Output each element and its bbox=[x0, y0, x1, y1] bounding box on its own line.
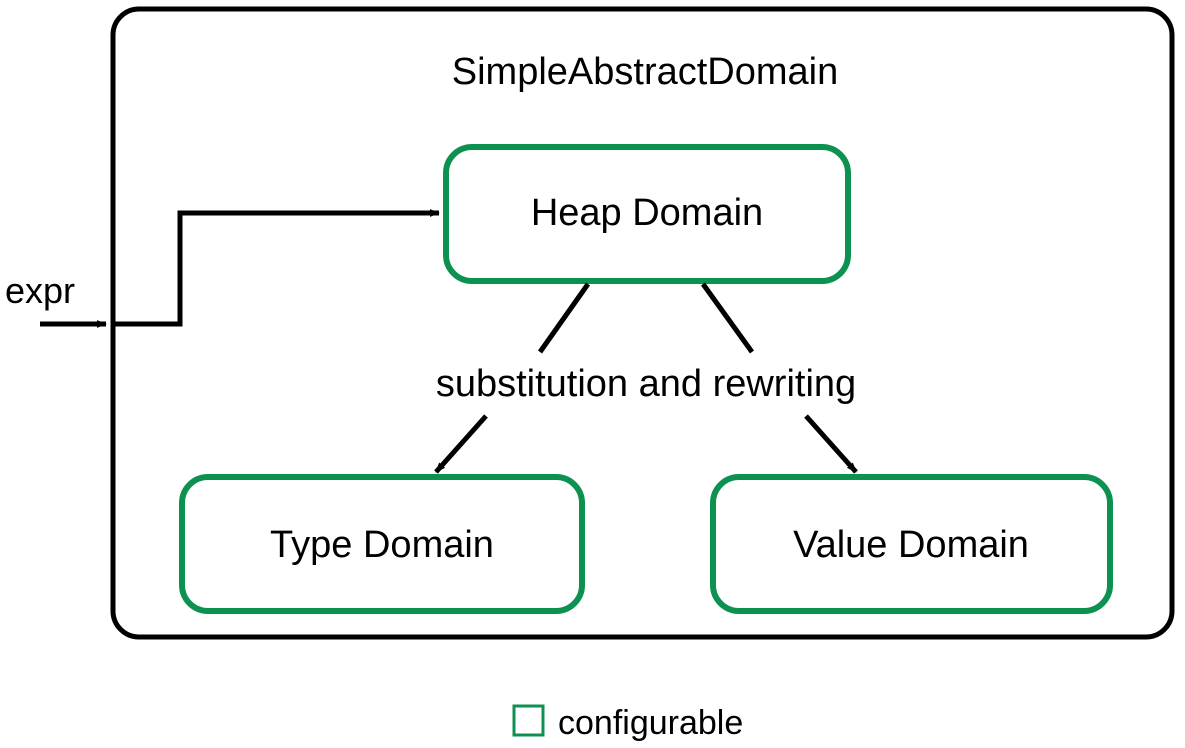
type-domain-label: Type Domain bbox=[270, 524, 494, 566]
heap-to-type-lower-segment bbox=[434, 414, 488, 474]
legend: configurable bbox=[512, 704, 743, 742]
expr-label: expr bbox=[5, 270, 75, 311]
edge-expr-to-heap bbox=[40, 209, 440, 328]
edge-label-substitution-and-rewriting: substitution and rewriting bbox=[436, 363, 856, 405]
type-domain-box[interactable] bbox=[179, 474, 585, 614]
heap-domain-label: Heap Domain bbox=[531, 192, 763, 234]
edge-heap-to-type bbox=[434, 282, 591, 474]
legend-label: configurable bbox=[558, 704, 743, 742]
page-title: SimpleAbstractDomain bbox=[452, 51, 838, 93]
node-type-domain[interactable]: Type Domain bbox=[179, 474, 585, 614]
heap-to-value-upper-segment bbox=[700, 282, 755, 354]
node-heap-domain[interactable]: Heap Domain bbox=[443, 144, 851, 284]
value-domain-box[interactable] bbox=[710, 474, 1113, 614]
edge-heap-to-value bbox=[700, 282, 858, 474]
node-value-domain[interactable]: Value Domain bbox=[710, 474, 1113, 614]
value-domain-label: Value Domain bbox=[793, 524, 1029, 566]
expr-to-heap-connector bbox=[113, 209, 440, 327]
configurable-swatch-icon bbox=[512, 704, 545, 737]
heap-domain-box[interactable] bbox=[443, 144, 851, 284]
heap-to-type-upper-segment bbox=[537, 282, 591, 354]
heap-to-value-lower-segment bbox=[804, 414, 858, 474]
